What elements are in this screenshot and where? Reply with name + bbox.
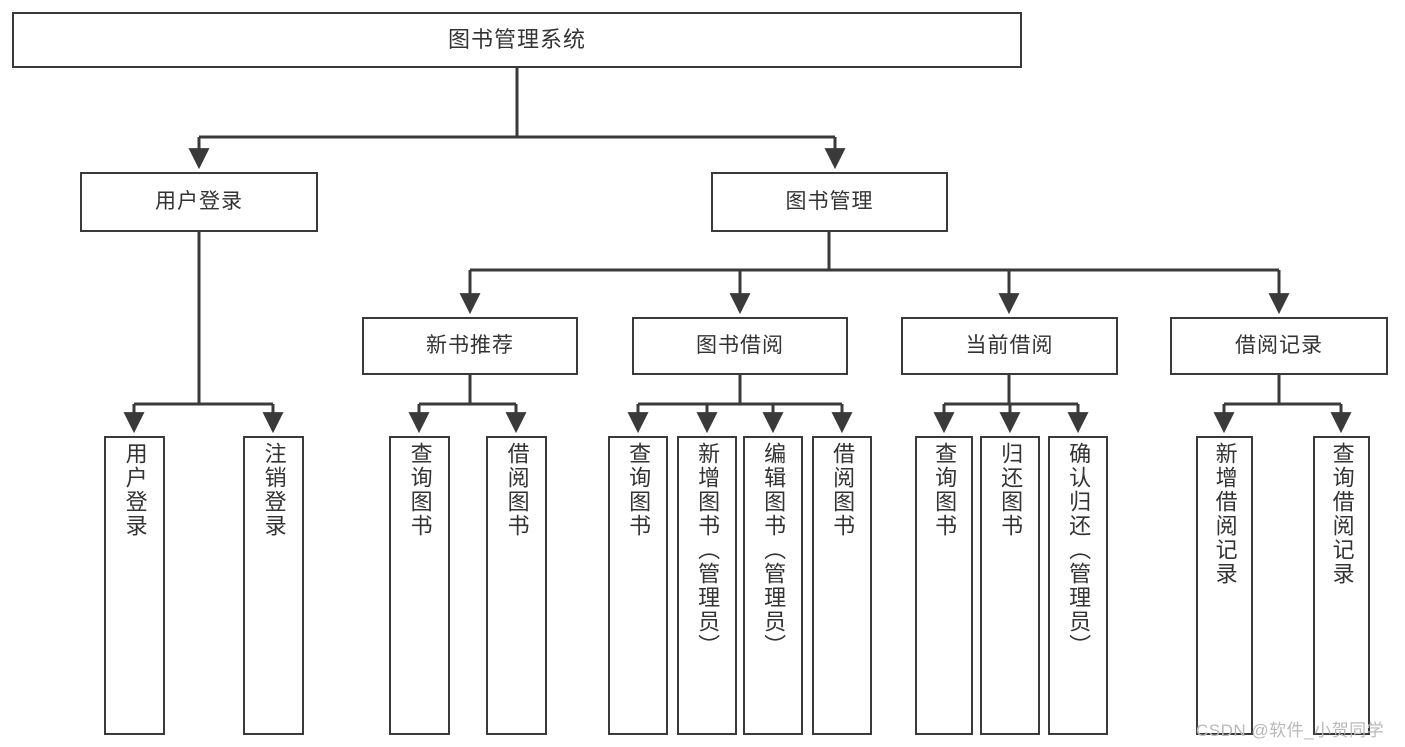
leaf-return-book-label: 归还图书 <box>998 442 1024 538</box>
leaf-return-book[interactable]: 归还图书 <box>980 436 1040 735</box>
leaf-query-book-current-label: 查询图书 <box>932 442 958 538</box>
leaf-confirm-return-admin-label: 确认归还（管理员） <box>1066 442 1092 658</box>
node-root-label: 图书管理系统 <box>447 27 586 53</box>
node-book-borrow[interactable]: 图书借阅 <box>632 317 848 375</box>
leaf-query-book-borrow-label: 查询图书 <box>626 442 652 538</box>
leaf-edit-book-admin-label: 编辑图书（管理员） <box>761 442 787 658</box>
node-current-borrow-label: 当前借阅 <box>965 333 1054 357</box>
leaf-user-login[interactable]: 用户登录 <box>104 436 165 735</box>
node-new-book-recommend-label: 新书推荐 <box>426 333 514 357</box>
node-book-management[interactable]: 图书管理 <box>711 172 948 232</box>
leaf-add-book-admin[interactable]: 新增图书（管理员） <box>677 436 737 735</box>
node-borrow-record-label: 借阅记录 <box>1235 333 1323 357</box>
leaf-borrow-book[interactable]: 借阅图书 <box>812 436 872 735</box>
leaf-query-book-borrow[interactable]: 查询图书 <box>608 436 668 735</box>
leaf-query-book-recommend-label: 查询图书 <box>407 442 433 538</box>
leaf-query-book-recommend[interactable]: 查询图书 <box>389 436 450 735</box>
leaf-add-borrow-record[interactable]: 新增借阅记录 <box>1196 436 1253 735</box>
leaf-logout-label: 注销登录 <box>261 442 287 538</box>
node-user-login[interactable]: 用户登录 <box>80 172 318 232</box>
leaf-borrow-book-recommend-label: 借阅图书 <box>504 442 530 538</box>
leaf-query-book-current[interactable]: 查询图书 <box>915 436 973 735</box>
leaf-query-borrow-record[interactable]: 查询借阅记录 <box>1313 436 1370 735</box>
node-user-login-label: 用户登录 <box>155 189 243 213</box>
csdn-watermark: CSDN @软件_小贺同学 <box>1196 721 1385 740</box>
leaf-edit-book-admin[interactable]: 编辑图书（管理员） <box>743 436 803 735</box>
leaf-confirm-return-admin[interactable]: 确认归还（管理员） <box>1048 436 1108 735</box>
leaf-query-borrow-record-label: 查询借阅记录 <box>1329 442 1355 586</box>
node-book-borrow-label: 图书借阅 <box>696 333 784 357</box>
leaf-borrow-book-label: 借阅图书 <box>830 442 856 538</box>
leaf-logout[interactable]: 注销登录 <box>243 436 304 735</box>
node-borrow-record[interactable]: 借阅记录 <box>1170 317 1388 375</box>
leaf-borrow-book-recommend[interactable]: 借阅图书 <box>486 436 547 735</box>
node-book-management-label: 图书管理 <box>785 189 874 213</box>
node-current-borrow[interactable]: 当前借阅 <box>901 317 1118 375</box>
node-new-book-recommend[interactable]: 新书推荐 <box>362 317 578 375</box>
node-root[interactable]: 图书管理系统 <box>12 12 1022 68</box>
leaf-add-book-admin-label: 新增图书（管理员） <box>695 442 721 658</box>
leaf-add-borrow-record-label: 新增借阅记录 <box>1212 442 1238 586</box>
leaf-user-login-label: 用户登录 <box>122 442 148 538</box>
